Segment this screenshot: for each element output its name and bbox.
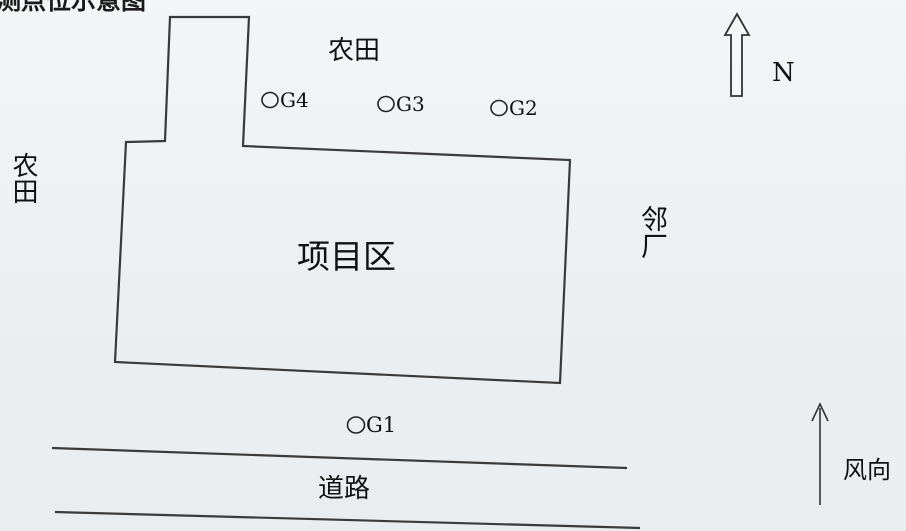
monitoring-point-g4-label: G4 [280,88,309,112]
monitoring-point-g2-label: G2 [509,96,538,120]
farmland-west-label: 农田 [8,152,38,204]
monitoring-point-g1-marker [346,416,366,434]
monitoring-point-g3-marker [377,95,395,113]
cut-off-title: 测点位示意图 [0,0,147,15]
monitoring-point-g4-marker [261,91,279,109]
project-area-outline [113,15,572,385]
road-lower-edge [54,510,641,530]
road-label: 道路 [318,474,371,504]
north-label: N [772,58,795,88]
wind-direction-label: 风向 [843,456,891,484]
project-area-label: 项目区 [297,237,396,276]
north-arrow-icon [723,12,751,97]
monitoring-point-g1-label: G1 [366,413,397,437]
road-upper-edge [51,446,628,470]
monitoring-point-g2-marker [490,99,508,117]
neighbor-factory-label: 邻厂 [636,205,667,259]
farmland-north-label: 农田 [328,36,381,66]
wind-direction-arrow-head [811,402,829,422]
monitoring-point-g3-label: G3 [396,92,425,116]
